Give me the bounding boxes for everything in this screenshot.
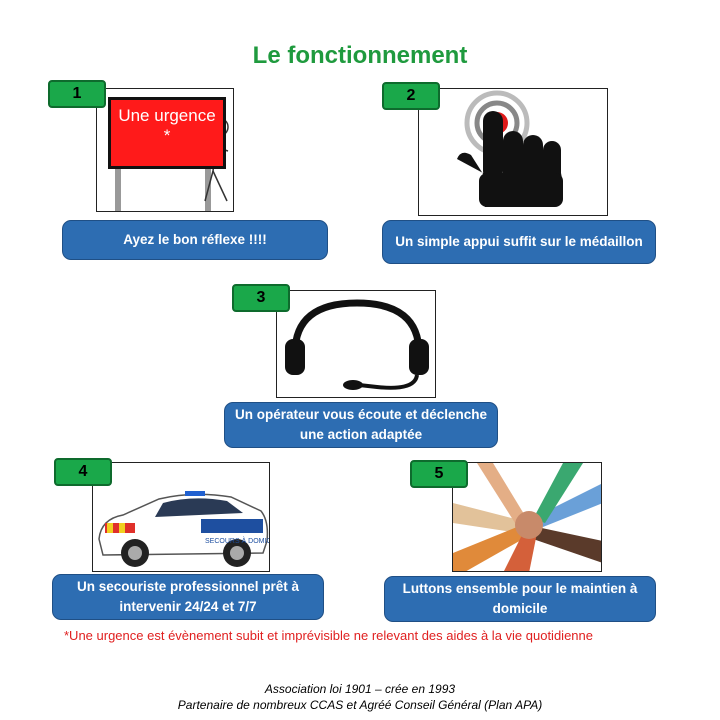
footnote: *Une urgence est évènement subit et impr…: [64, 628, 593, 643]
urgence-sign: Une urgence *: [108, 97, 226, 169]
step-3-caption: Un opérateur vous écoute et déclenche un…: [224, 402, 498, 448]
car-label: SECOURS À DOMICILE: [205, 536, 270, 545]
finger-press-button-icon: [457, 90, 563, 207]
step-1-image: Une urgence *: [96, 88, 234, 212]
association-line-2: Partenaire de nombreux CCAS et Agréé Con…: [177, 698, 543, 712]
step-5-caption: Luttons ensemble pour le maintien à domi…: [384, 576, 656, 622]
step-3-image: [276, 290, 436, 398]
step-5-badge: 5: [410, 460, 468, 488]
step-5-image: [452, 462, 602, 572]
step-1-caption: Ayez le bon réflexe !!!!: [62, 220, 328, 260]
step-4-badge: 4: [54, 458, 112, 486]
step-2-image: [418, 88, 608, 216]
association-line-1: Association loi 1901 – crée en 1993: [264, 682, 456, 696]
step-3-badge: 3: [232, 284, 290, 312]
headset-icon: [285, 299, 429, 390]
step-2-caption: Un simple appui suffit sur le médaillon: [382, 220, 656, 264]
step-4-caption: Un secouriste professionnel prêt à inter…: [52, 574, 324, 620]
page-title: Le fonctionnement: [252, 42, 468, 69]
ambulance-car-illustration: SECOURS À DOMICILE: [98, 491, 270, 567]
step-1-badge: 1: [48, 80, 106, 108]
step-4-image: SECOURS À DOMICILE: [92, 462, 270, 572]
joined-hands-illustration: [453, 463, 601, 571]
step-2-badge: 2: [382, 82, 440, 110]
